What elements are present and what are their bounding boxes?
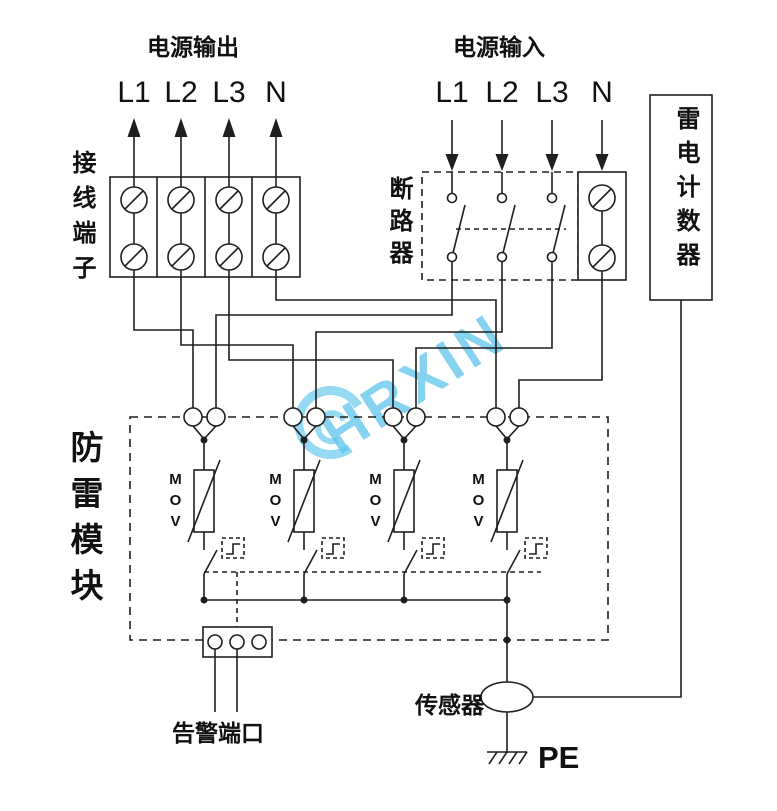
power-input-label: 电源输入 [453, 34, 545, 60]
mov-unit-1 [183, 407, 245, 604]
wire-routing [133, 261, 603, 408]
alarm-port-label: 告警端口 [172, 720, 264, 746]
power-output-label: 电源输出 [147, 34, 239, 60]
output-line-label-l1: L1 [117, 76, 151, 109]
input-line-label-l2: L2 [485, 76, 519, 109]
mov-label-4: MOV [470, 471, 487, 534]
output-line-label-l2: L2 [164, 76, 198, 109]
sensor-label: 传感器 [415, 692, 484, 718]
mov-label-3: MOV [367, 471, 384, 534]
input-line-label-n: N [591, 76, 613, 109]
spd-module-outline [129, 416, 609, 641]
mov-unit-3 [383, 407, 445, 604]
output-line-label-n: N [265, 76, 287, 109]
ground-bus [204, 599, 511, 682]
terminal-block-label: 接线端子 [68, 150, 95, 290]
watermark: HRXIN [294, 300, 519, 467]
down-arrow-icon [445, 154, 459, 171]
pe-label: PE [538, 740, 580, 775]
mov-unit-4 [486, 407, 548, 604]
mov-label-2: MOV [267, 471, 284, 534]
down-arrow-icon [545, 154, 559, 171]
up-arrow-icon [127, 118, 141, 137]
ground-symbol [487, 751, 528, 765]
down-arrow-icon [595, 154, 609, 171]
lightning-counter-box [533, 94, 713, 698]
sensor-symbol [480, 681, 534, 752]
breaker-label: 断路器 [385, 176, 412, 272]
output-line-label-l3: L3 [212, 76, 246, 109]
up-arrow-icon [222, 118, 236, 137]
mov-label-1: MOV [167, 471, 184, 534]
up-arrow-icon [174, 118, 188, 137]
input-line-label-l3: L3 [535, 76, 569, 109]
output-arrows [127, 118, 283, 187]
input-line-label-l1: L1 [435, 76, 469, 109]
down-arrow-icon [495, 154, 509, 171]
input-arrows [445, 120, 609, 171]
up-arrow-icon [269, 118, 283, 137]
watermark-text: HRXIN [311, 300, 519, 466]
spd-module-label: 防雷模块 [66, 430, 103, 614]
circuit-breaker [421, 171, 579, 281]
neutral-terminal [577, 171, 627, 281]
terminal-block [109, 176, 301, 278]
mov-unit-2 [283, 407, 345, 604]
counter-label: 雷电计数器 [672, 106, 699, 276]
alarm-port [202, 626, 273, 712]
